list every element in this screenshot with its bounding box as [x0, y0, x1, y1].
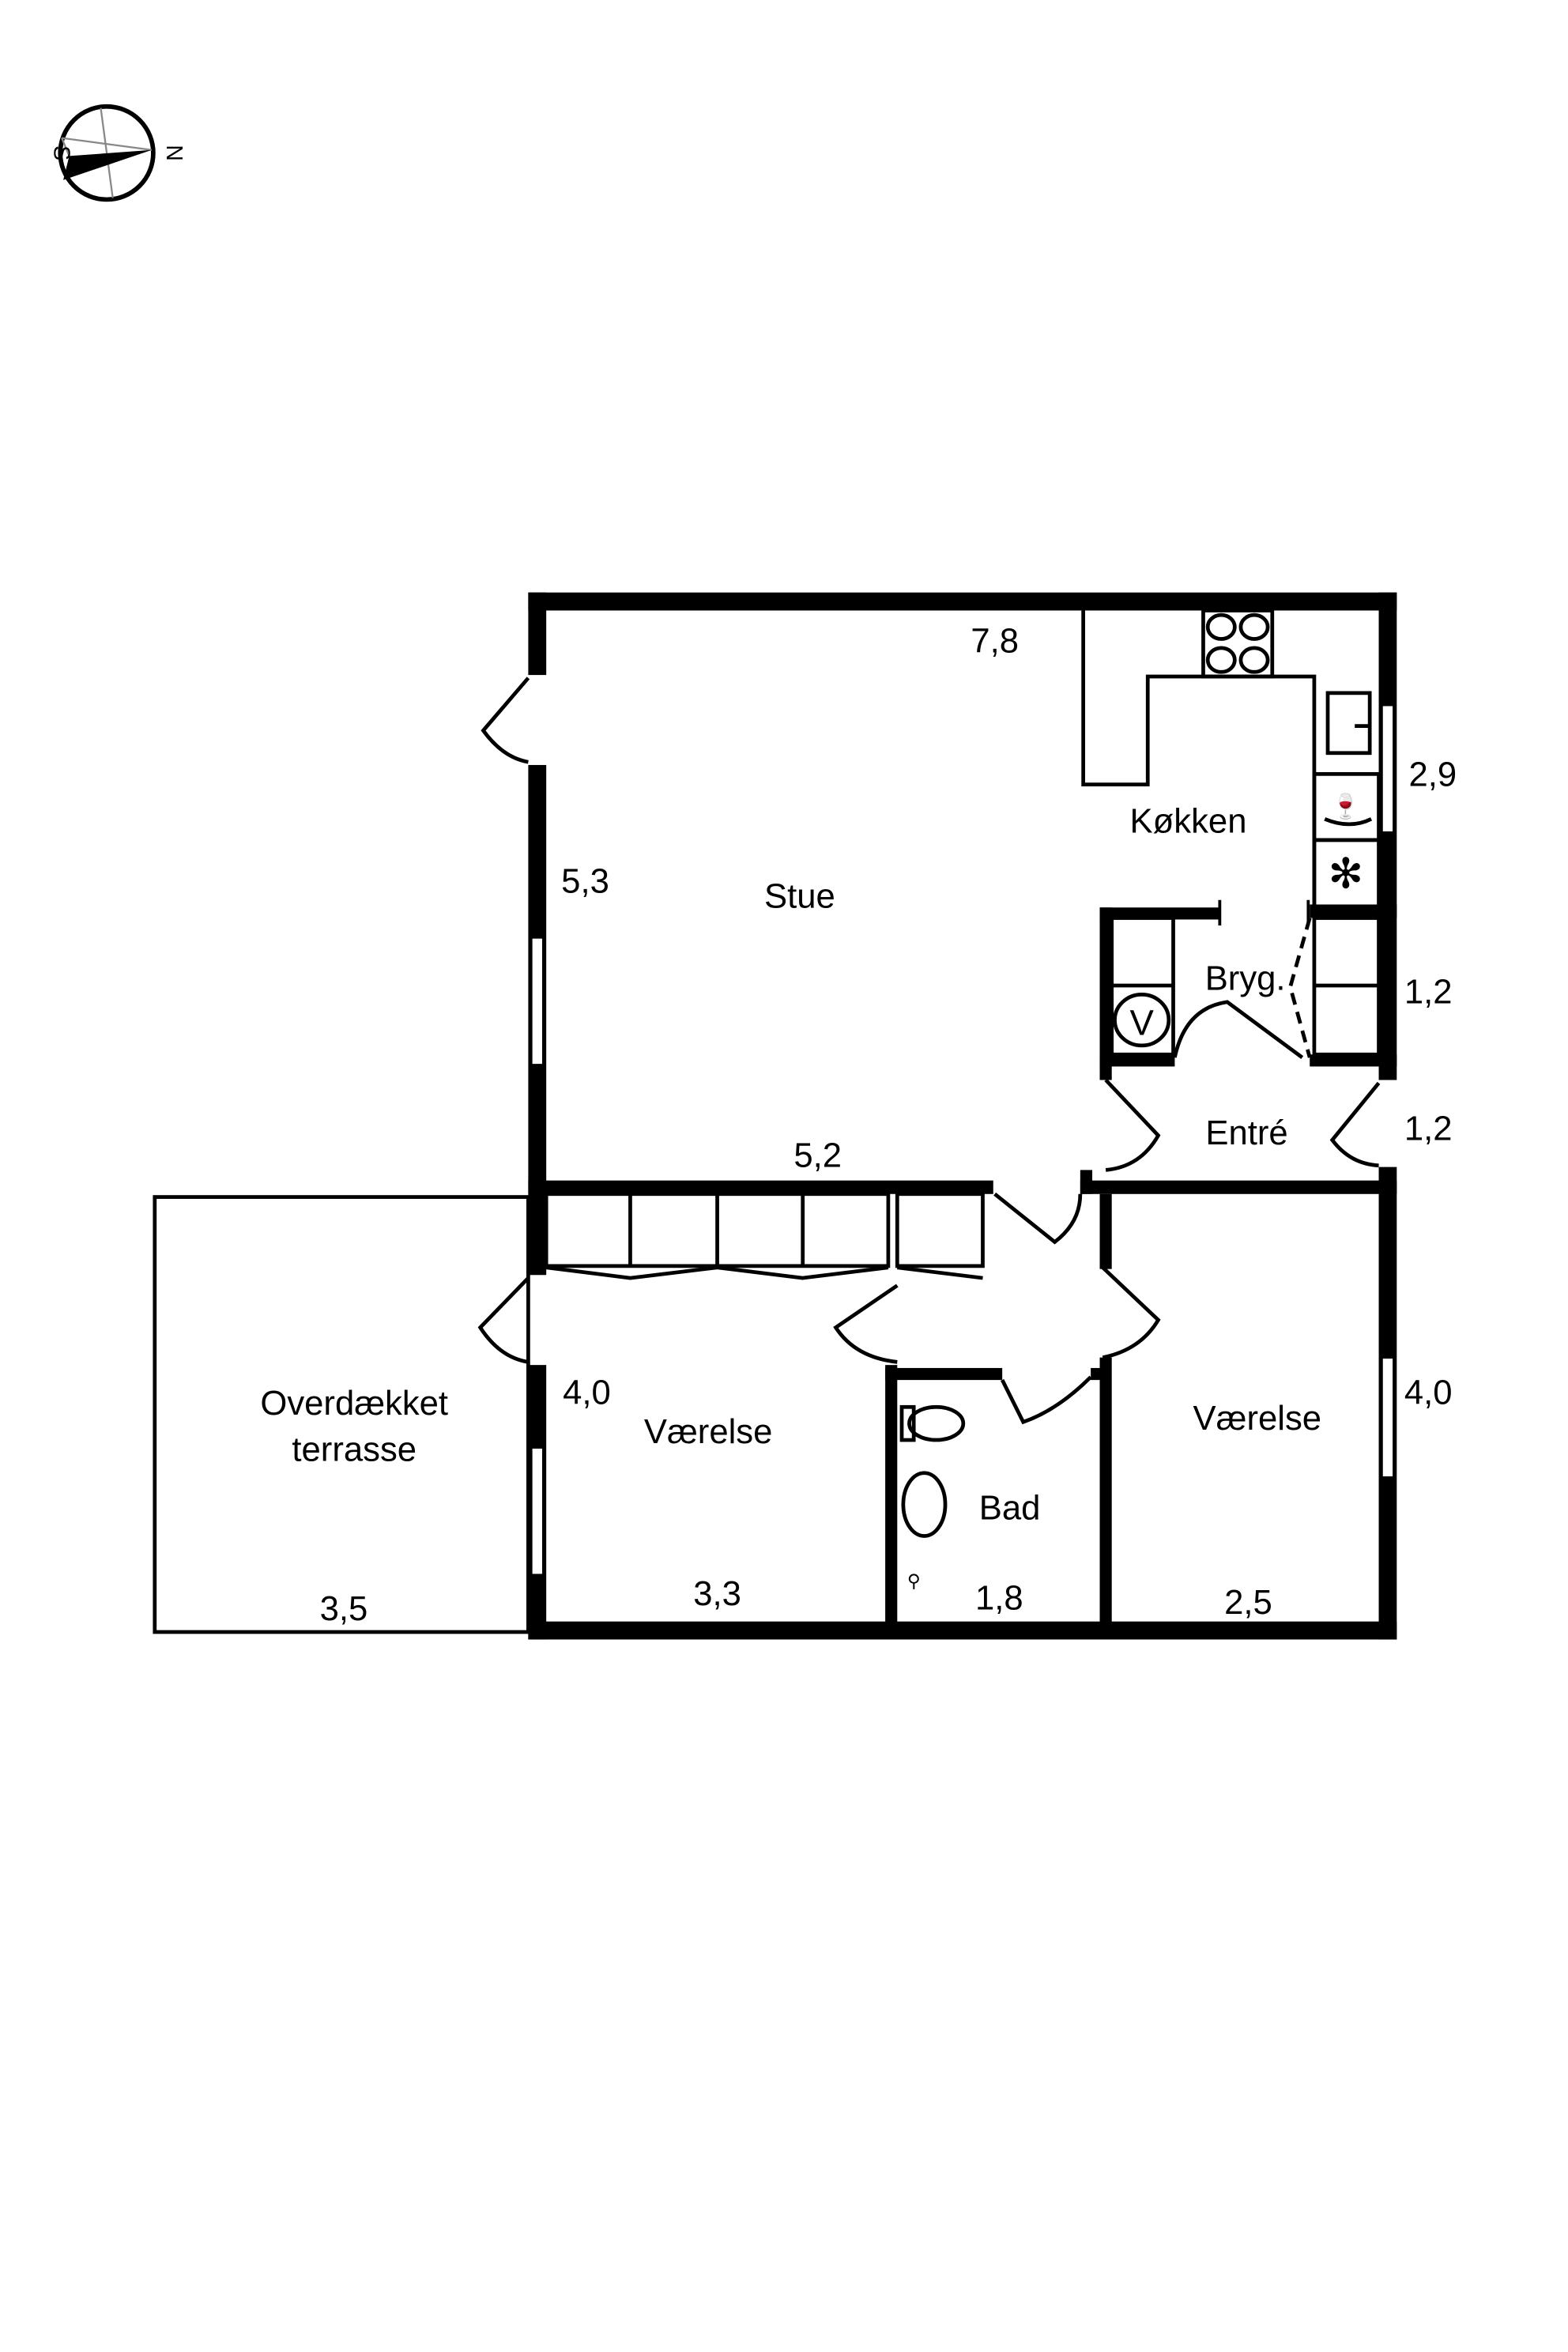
room-label-vaerelse-left: Værelse	[644, 1412, 773, 1451]
compass-south: S	[49, 145, 74, 160]
room-label-terrasse-1: Overdækket	[260, 1384, 448, 1423]
dishwasher-icon: 🍷	[1312, 771, 1381, 842]
svg-text:V: V	[1129, 1003, 1154, 1043]
dim-terrasse-bottom: 3,5	[320, 1589, 368, 1628]
room-label-entre: Entré	[1205, 1114, 1287, 1152]
dim-kitchen-right: 2,9	[1409, 756, 1457, 794]
dim-entre-right: 1,2	[1404, 1109, 1453, 1148]
window	[1380, 1356, 1395, 1479]
toilet-icon	[899, 1404, 966, 1442]
dim-vaerelse-right-side: 4,0	[1404, 1373, 1453, 1412]
svg-text:✻: ✻	[1329, 850, 1364, 899]
window	[530, 1446, 545, 1577]
ventilation-icon: V	[1113, 992, 1171, 1048]
room-label-bad: Bad	[979, 1489, 1041, 1528]
window	[530, 936, 545, 1066]
bathroom-sink-icon	[901, 1471, 948, 1538]
window	[1380, 703, 1395, 834]
room-label-terrasse-2: terrasse	[292, 1430, 416, 1469]
interior-walls	[528, 899, 1397, 1628]
shower-icon: ⚲	[907, 1571, 921, 1592]
room-label-kokken: Køkken	[1130, 801, 1247, 840]
utility-cabinets	[1110, 916, 1381, 1057]
dim-bad-bottom: 1,8	[975, 1579, 1023, 1618]
room-label-stue: Stue	[764, 876, 835, 915]
compass-icon: S N	[49, 104, 187, 202]
sink-icon	[1325, 691, 1372, 756]
dim-stue-bottom: 5,2	[793, 1136, 842, 1175]
room-label-vaerelse-right: Værelse	[1193, 1399, 1322, 1438]
wardrobes	[544, 1192, 985, 1268]
room-label-bryg: Bryg.	[1205, 959, 1286, 998]
dim-vaerelse-left-side: 4,0	[563, 1373, 611, 1412]
dim-vaerelse-left-bottom: 3,3	[693, 1574, 741, 1613]
dim-stue-left: 5,3	[561, 861, 609, 900]
kitchen-counter	[1081, 610, 1317, 908]
svg-text:🍷: 🍷	[1331, 793, 1361, 821]
compass-north: N	[161, 145, 187, 161]
doors	[477, 677, 1381, 1425]
freezer-icon: ✻	[1312, 838, 1381, 910]
stove-icon	[1201, 609, 1275, 679]
dim-bryg-right: 1,2	[1404, 973, 1453, 1012]
dim-stue-top: 7,8	[971, 622, 1019, 661]
svg-text:⚲: ⚲	[907, 1571, 921, 1592]
dim-vaerelse-right-bottom: 2,5	[1224, 1583, 1272, 1622]
